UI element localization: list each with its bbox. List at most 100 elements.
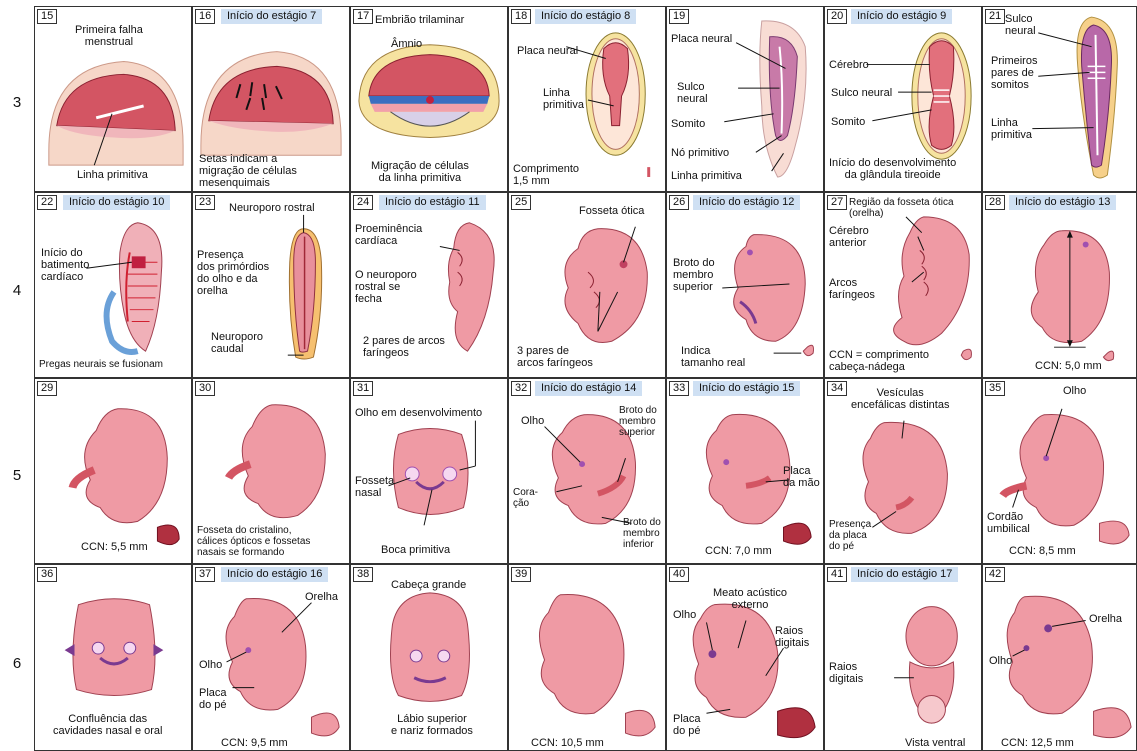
cell-26: 26 Início do estágio 12 Broto do membro … bbox=[666, 192, 824, 378]
cell-35: 35 Olho Cordão umbilical CCN: 8,5 mm bbox=[982, 378, 1137, 564]
cell-number: 18 bbox=[511, 9, 531, 24]
cell-number: 41 bbox=[827, 567, 847, 582]
row-label-3: 3 bbox=[0, 94, 34, 111]
cell-number: 28 bbox=[985, 195, 1005, 210]
cell-number: 32 bbox=[511, 381, 531, 396]
label: Lábio superior e nariz formados bbox=[391, 713, 473, 737]
label: 2 pares de arcos faríngeos bbox=[363, 335, 445, 359]
label: Fosseta do cristalino, cálices ópticos e… bbox=[197, 525, 310, 558]
label: Nó primitivo bbox=[671, 147, 729, 159]
label: Primeiros pares de somitos bbox=[991, 55, 1037, 91]
cell-number: 40 bbox=[669, 567, 689, 582]
stage-header: Início do estágio 17 bbox=[851, 567, 958, 582]
label: Broto do membro inferior bbox=[623, 517, 661, 550]
label: Âmnio bbox=[391, 38, 422, 50]
cell-16: 16 Início do estágio 7 Setas indicam a m… bbox=[192, 6, 350, 192]
label: Somito bbox=[671, 118, 705, 130]
label: Linha primitiva bbox=[671, 170, 742, 182]
cell-42: 42 Orelha Olho CCN: 12,5 mm bbox=[982, 564, 1137, 751]
label: Meato acústico externo bbox=[713, 587, 787, 611]
cell-17: 17 Embrião trilaminar Âmnio Migração de … bbox=[350, 6, 508, 192]
label: Orelha bbox=[305, 591, 338, 603]
label: CCN = comprimento cabeça-nádega bbox=[829, 349, 929, 373]
label: O neuroporo rostral se fecha bbox=[355, 269, 417, 305]
cell-number: 42 bbox=[985, 567, 1005, 582]
crown-rump-measure-illustration bbox=[983, 193, 1136, 377]
cell-21: 21 Sulco neural Primeiros pares de somit… bbox=[982, 6, 1137, 192]
cell-number: 17 bbox=[353, 9, 373, 24]
label: CCN: 10,5 mm bbox=[531, 737, 604, 749]
cell-number: 21 bbox=[985, 9, 1005, 24]
label: Olho bbox=[673, 609, 696, 621]
cell-36: 36 Confluência das cavidades nasal e ora… bbox=[34, 564, 192, 751]
label: Neuroporo rostral bbox=[229, 202, 315, 214]
stage-header: Início do estágio 12 bbox=[693, 195, 800, 210]
cell-number: 39 bbox=[511, 567, 531, 582]
label: Olho bbox=[989, 655, 1012, 667]
label: Neuroporo caudal bbox=[211, 331, 263, 355]
label: Placa neural bbox=[671, 33, 732, 45]
label: CCN: 9,5 mm bbox=[221, 737, 288, 749]
label: Linha primitiva bbox=[543, 87, 584, 111]
label: Linha primitiva bbox=[77, 169, 148, 181]
label: Comprimento 1,5 mm bbox=[513, 163, 579, 187]
label: CCN: 5,5 mm bbox=[81, 541, 148, 553]
stage-header: Início do estágio 14 bbox=[535, 381, 642, 396]
cell-number: 24 bbox=[353, 195, 373, 210]
label: Olho em desenvolvimento bbox=[355, 407, 482, 419]
stage-embryo-39-illustration bbox=[509, 565, 665, 750]
label: Início do desenvolvimento da glândula ti… bbox=[829, 157, 956, 181]
cell-19: 19 Placa neural Sulco neural Somito Nó p… bbox=[666, 6, 824, 192]
stage-header: Início do estágio 9 bbox=[851, 9, 952, 24]
cell-number: 37 bbox=[195, 567, 215, 582]
label: Início do batimento cardíaco bbox=[41, 247, 89, 283]
cell-37: 37 Início do estágio 16 Orelha Olho Plac… bbox=[192, 564, 350, 751]
label: Linha primitiva bbox=[991, 117, 1032, 141]
label: Placa da mão bbox=[783, 465, 820, 489]
cell-number: 16 bbox=[195, 9, 215, 24]
label: Cordão umbilical bbox=[987, 511, 1030, 535]
cell-20: 20 Início do estágio 9 Cérebro Sulco neu… bbox=[824, 6, 982, 192]
row-label-4: 4 bbox=[0, 282, 34, 299]
cell-15: 15 Primeira falha menstrual Linha primit… bbox=[34, 6, 192, 192]
cell-28: 28 Início do estágio 13 CCN: 5,0 mm bbox=[982, 192, 1137, 378]
cell-34: 34 Vesículas encefálicas distintas Prese… bbox=[824, 378, 982, 564]
label: Fosseta ótica bbox=[579, 205, 644, 217]
label: Somito bbox=[831, 116, 865, 128]
label: Sulco neural bbox=[677, 81, 708, 105]
label: Broto do membro superior bbox=[619, 405, 657, 438]
label: CCN: 5,0 mm bbox=[1035, 360, 1102, 372]
label: CCN: 12,5 mm bbox=[1001, 737, 1074, 749]
cell-number: 31 bbox=[353, 381, 373, 396]
label: Olho bbox=[1063, 385, 1086, 397]
label: Olho bbox=[521, 415, 544, 427]
label: Cora- ção bbox=[513, 487, 538, 509]
label: Proeminência cardíaca bbox=[355, 223, 422, 247]
stage-header: Início do estágio 13 bbox=[1009, 195, 1116, 210]
label: Vesículas encefálicas distintas bbox=[851, 387, 949, 411]
cell-number: 20 bbox=[827, 9, 847, 24]
label: Presença dos primórdios do olho e da ore… bbox=[197, 249, 269, 297]
label: Orelha bbox=[1089, 613, 1122, 625]
cell-number: 27 bbox=[827, 195, 847, 210]
cell-number: 26 bbox=[669, 195, 689, 210]
label: Cérebro bbox=[829, 59, 869, 71]
label: CCN: 7,0 mm bbox=[705, 545, 772, 557]
cell-number: 33 bbox=[669, 381, 689, 396]
cell-22: 22 Início do estágio 10 Início do batime… bbox=[34, 192, 192, 378]
stage-header: Início do estágio 16 bbox=[221, 567, 328, 582]
cell-38: 38 Cabeça grande Lábio superior e nariz … bbox=[350, 564, 508, 751]
label: Presença da placa do pé bbox=[829, 519, 871, 552]
label: Primeira falha menstrual bbox=[75, 24, 143, 48]
embryo-stage-grid: 15 Primeira falha menstrual Linha primit… bbox=[34, 0, 1137, 751]
label: Placa do pé bbox=[199, 687, 227, 711]
cell-30: 30 Fosseta do cristalino, cálices óptico… bbox=[192, 378, 350, 564]
cell-39: 39 CCN: 10,5 mm bbox=[508, 564, 666, 751]
cell-number: 23 bbox=[195, 195, 215, 210]
cell-23: 23 Neuroporo rostral Presença dos primór… bbox=[192, 192, 350, 378]
cell-number: 34 bbox=[827, 381, 847, 396]
cell-number: 38 bbox=[353, 567, 373, 582]
cell-24: 24 Início do estágio 11 Proeminência car… bbox=[350, 192, 508, 378]
row-label-6: 6 bbox=[0, 655, 34, 672]
ventral-view-illustration bbox=[825, 565, 981, 750]
